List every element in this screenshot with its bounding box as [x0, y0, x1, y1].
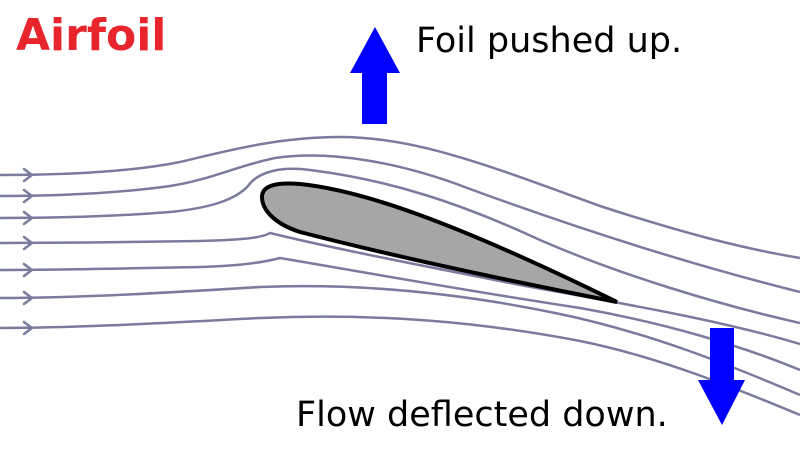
diagram-title: Airfoil [16, 10, 167, 61]
chevron-right-icon [22, 235, 34, 251]
arrow-up-icon [350, 27, 400, 124]
streamline [0, 154, 800, 294]
streamline [0, 135, 800, 260]
chevron-right-icon [22, 188, 34, 204]
chevron-right-icon [22, 210, 34, 226]
streamline [0, 284, 800, 397]
chevron-right-icon [22, 167, 34, 183]
streamline [0, 231, 800, 346]
lift-label: Foil pushed up. [416, 21, 683, 61]
chevron-right-icon [22, 262, 34, 278]
downwash-label: Flow deflected down. [296, 395, 668, 435]
streamline [0, 256, 800, 372]
streamline [0, 167, 800, 325]
chevron-right-icon [22, 320, 34, 336]
flow-direction-markers [22, 167, 34, 336]
streamline [0, 315, 800, 417]
streamlines [0, 135, 800, 417]
arrow-down-icon [698, 328, 745, 425]
chevron-right-icon [22, 290, 34, 306]
airfoil-shape [259, 181, 618, 304]
